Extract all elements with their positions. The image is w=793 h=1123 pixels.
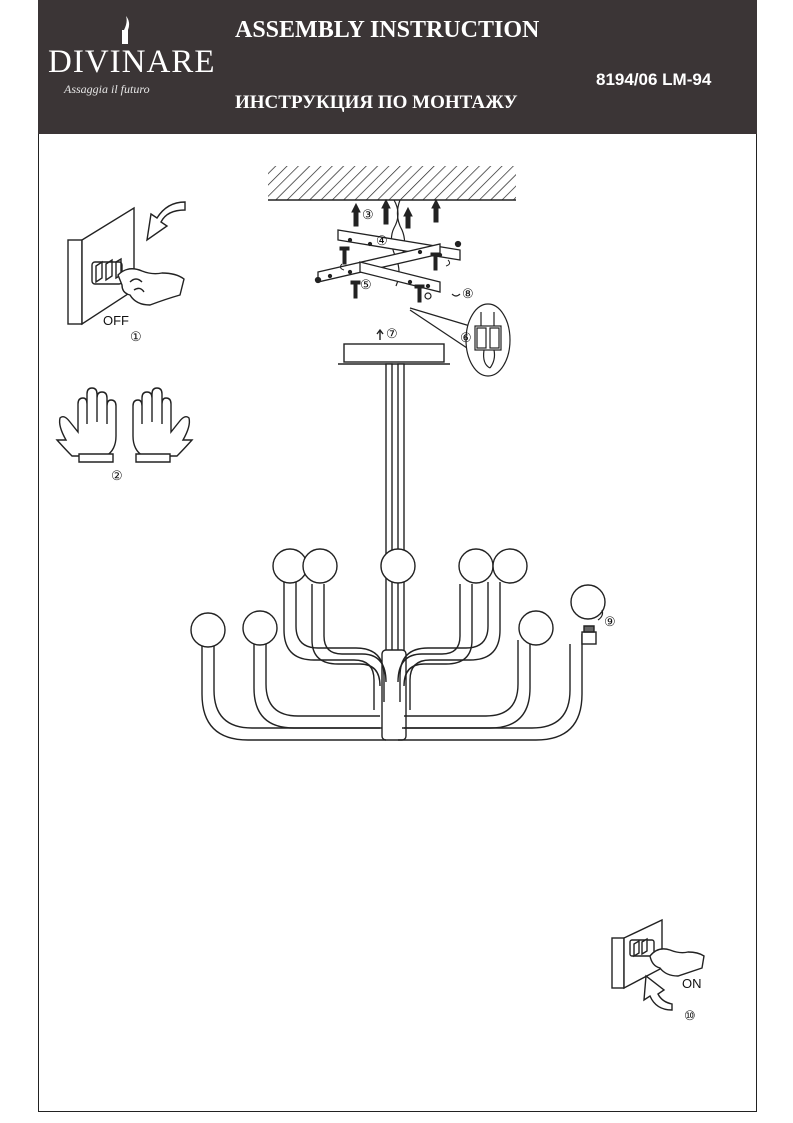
chandelier-arms-icon [201,582,597,741]
arrow-up-icon [643,974,673,1011]
step-number-6: ⑥ [460,330,472,345]
glass-shade-icon [190,548,606,648]
step-number-1: ① [130,329,142,344]
gloves-icon [55,387,194,463]
switch-off-icon [67,206,185,326]
step-number-7: ⑦ [386,326,398,341]
step-number-3: ③ [362,207,374,222]
step-number-2: ② [111,468,123,483]
step-number-9: ⑨ [604,614,616,629]
page-frame [38,134,757,1112]
anchor-screws-icon [351,198,441,229]
screw-icon [339,246,451,303]
brand-tagline: Assaggia il futuro [64,82,150,96]
header-bar [38,0,757,134]
step-number-4: ④ [376,233,388,248]
step-number-10: ⑩ [684,1008,696,1023]
on-label: ON [682,976,702,991]
rotate-arrow-icon [597,609,604,621]
step-number-8: ⑧ [462,286,474,301]
terminal-block-detail [409,303,511,377]
model-number: 8194/06 LM-94 [596,70,712,89]
mounting-bracket-icon [314,229,462,293]
canopy-icon [338,328,450,365]
arrow-down-icon [146,201,186,242]
brand-logo: DIVINARE [48,44,216,80]
title-russian: ИНСТРУКЦИЯ ПО МОНТАЖУ [235,92,518,113]
title-english: ASSEMBLY INSTRUCTION [235,17,540,43]
nut-icon [424,292,461,300]
off-label: OFF [103,313,129,328]
switch-on-icon [611,918,705,990]
flame-icon [122,16,130,44]
step-number-5: ⑤ [360,277,372,292]
ceiling-icon [268,166,516,201]
